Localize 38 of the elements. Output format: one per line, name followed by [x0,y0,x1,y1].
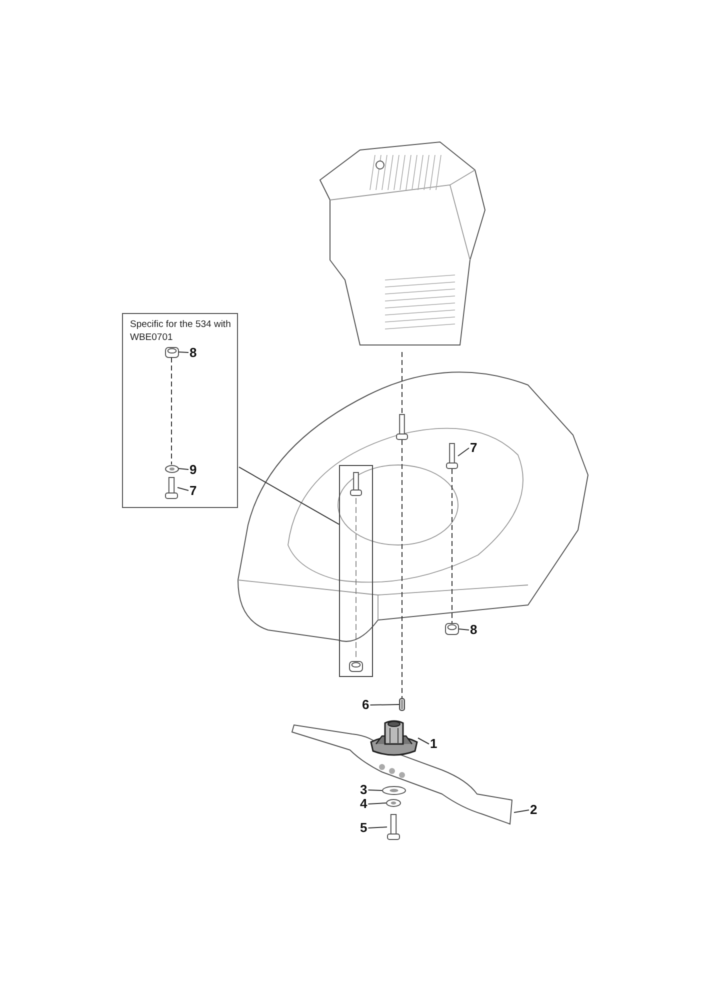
leader-line [368,826,388,828]
bolt-drawing [446,443,458,469]
leader-line [418,738,430,744]
callout-number: 8 [190,346,197,360]
inset-note: Specific for the 534 with WBE0701 [130,318,232,344]
callout-number: 9 [190,462,197,476]
callout-number: 7 [470,441,478,455]
callout-number: 8 [470,623,478,637]
highlight-frame [339,465,373,677]
leader-line [458,628,470,630]
leader-line [178,468,189,470]
leader-line [458,448,470,456]
leader-line [177,487,189,491]
callout-number: 2 [530,803,538,817]
washer-drawing [382,786,406,795]
nut-drawing [445,623,459,635]
washer-drawing [164,464,178,472]
washer-drawing [386,799,401,807]
detail-inset [122,313,238,508]
bolt-drawing [387,814,400,840]
leader-line [238,466,340,525]
callout-number: 3 [360,783,368,797]
bolt-drawing [396,414,408,440]
leader-line [370,704,400,706]
callout-number: 6 [362,698,370,712]
center-line [171,357,172,465]
blade-adapter-drawing [370,720,418,756]
callout-number: 7 [190,484,197,498]
callout-number: 4 [360,797,368,811]
bolt-drawing [164,476,178,498]
leader-line [368,802,386,804]
callout-number: 1 [430,737,438,751]
callout-number: 5 [360,821,368,835]
leader-line [178,352,189,353]
nut-drawing [164,346,178,358]
leader-line [368,790,382,791]
key-drawing [399,698,405,711]
leader-line [514,810,530,813]
